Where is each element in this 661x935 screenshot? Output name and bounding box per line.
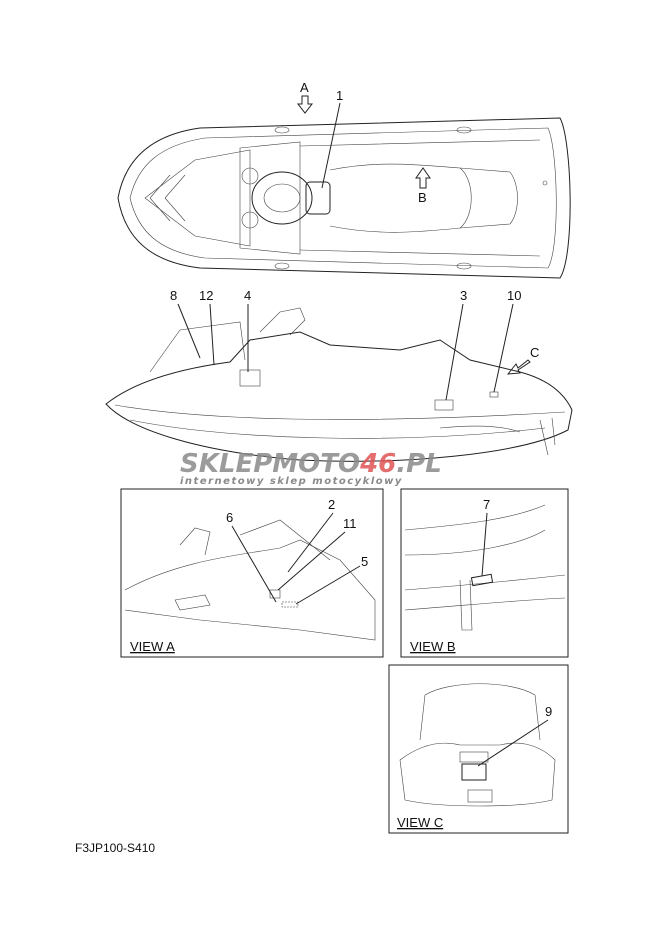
part-code: F3JP100-S410 [75,841,155,855]
callout-9: 9 [545,704,552,719]
view-c-arrow: C [506,345,539,375]
view-a-panel: 6 2 11 5 VIEW A [120,488,384,658]
side-view-watercraft [105,307,573,462]
watermark-tagline: internetowy sklep motocyklowy [180,476,403,487]
callout-2: 2 [328,497,335,512]
callout-10: 10 [507,288,521,303]
view-c-title: VIEW C [397,815,443,830]
top-view-watercraft [117,117,571,279]
callout-7: 7 [483,497,490,512]
view-b-panel: 7 VIEW B [400,488,569,658]
view-letter-b: B [418,190,427,205]
callout-3: 3 [460,288,467,303]
callout-11: 11 [343,516,357,531]
watermark-brand: SKLEPMOTO [180,449,360,479]
watermark-logo: SKLEPMOTO46.PL internetowy sklep motocyk… [180,449,442,487]
view-a-arrow: A [296,80,314,114]
watermark-number: 46 [359,449,396,479]
view-b-title: VIEW B [410,639,456,654]
view-letter-a: A [300,80,309,95]
svg-text:SKLEPMOTO46.PL: SKLEPMOTO46.PL [180,449,442,479]
callout-6: 6 [226,510,233,525]
callout-8: 8 [170,288,177,303]
view-b-arrow: B [415,167,431,205]
callout-1: 1 [336,88,343,103]
watermark-suffix: .PL [396,449,442,479]
view-a-title: VIEW A [130,639,175,654]
view-letter-c: C [530,345,539,360]
callout-5: 5 [361,554,368,569]
view-c-panel: 9 VIEW C [388,664,569,834]
callout-4: 4 [244,288,251,303]
callout-12: 12 [199,288,213,303]
